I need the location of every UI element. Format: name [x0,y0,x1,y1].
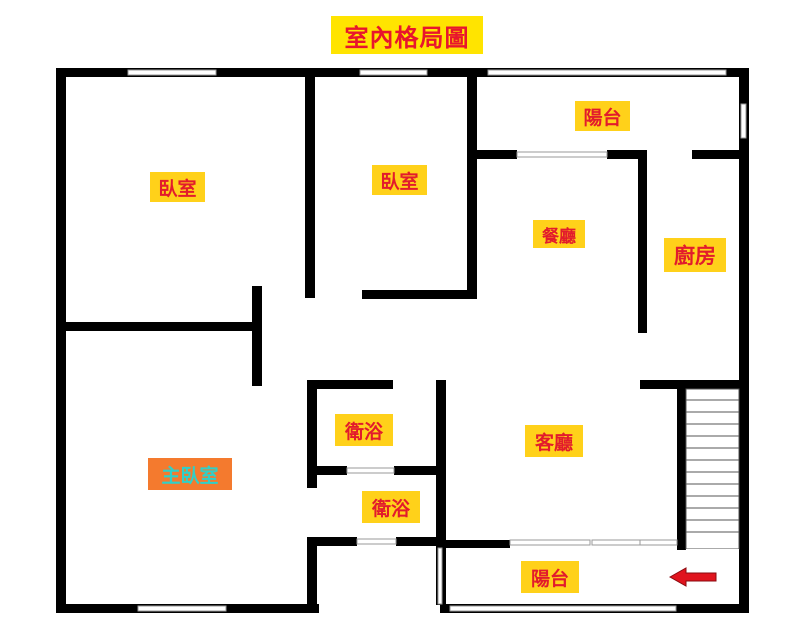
window-top-3 [487,69,727,76]
wall-living-right [640,380,749,389]
window-bath-mid [346,467,395,474]
wall-balcony-top-3 [692,150,749,159]
room-label-master-bedroom: 主臥室 [148,458,232,490]
wall-corridor [252,286,262,386]
room-label-living: 客廳 [525,425,583,457]
wall-living-bottom [446,540,510,548]
window-bottom-1 [137,605,227,612]
room-label-kitchen: 廚房 [664,238,726,272]
window-right-1 [740,103,747,139]
wall-bath-left [307,380,317,488]
window-top-1 [127,69,217,76]
window-dining [516,151,608,158]
window-top-2 [359,69,428,76]
window-living-1 [509,539,591,546]
wall-bath-top [307,380,393,389]
wall-master-right [307,537,317,613]
window-living-3 [639,539,678,546]
wall-balcony-top-2 [607,150,647,159]
window-bath-bottom [356,538,397,545]
wall-bedroom-mid-right [467,68,477,298]
room-label-balcony-top: 陽台 [575,101,630,131]
room-label-bedroom-mid: 臥室 [372,165,427,195]
room-label-bedroom-left: 臥室 [150,172,205,202]
wall-kitchen-left [638,150,647,333]
wall-bedroom-mid-bottom [362,290,477,299]
wall-bath-mid [307,466,347,475]
staircase-icon [685,388,740,550]
walls [56,68,749,613]
room-label-dining: 餐廳 [533,220,585,248]
wall-bath-bottom-2 [396,537,446,546]
wall-bedroom-divider [305,68,315,298]
room-label-balcony-bottom: 陽台 [521,561,579,593]
wall-left [56,68,66,613]
room-label-bath-upper: 衛浴 [335,414,393,446]
wall-stairs-left [677,380,686,550]
wall-bath-right [436,380,446,605]
red-arrow-left-icon [668,567,717,587]
room-label-bath-lower: 衛浴 [362,491,420,523]
windows [127,69,747,612]
stair-steps [686,399,739,533]
wall-bath-bottom [307,537,357,546]
wall-bath-mid-2 [394,466,446,475]
wall-right [739,68,749,613]
balcony-rail-left [437,547,443,605]
wall-balcony-top [477,150,517,159]
stairs [685,388,740,604]
page-title: 室內格局圖 [331,16,483,54]
window-bottom-2 [449,605,677,612]
window-living-2 [591,539,641,546]
wall-left-middle [56,322,262,331]
